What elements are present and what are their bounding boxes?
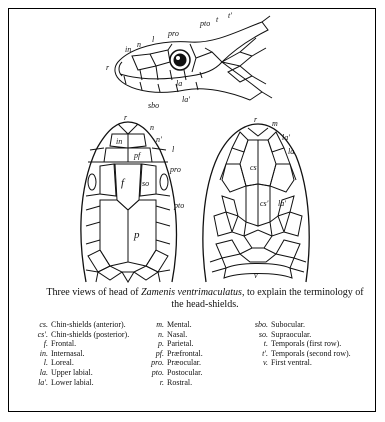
legend-column-3: sbo.Subocular. so.Supraocular. t.Tempora…: [246, 320, 351, 368]
label-m: m: [272, 119, 278, 128]
legend-item: t'.Temporals (second row).: [246, 349, 351, 359]
label-l: l: [152, 35, 155, 44]
label-la-prime: la': [182, 95, 190, 104]
snake-head-illustration: in n r l pro pto t t' la sbo la': [0, 0, 385, 290]
legend-item: cs.Chin-shields (anterior).: [26, 320, 129, 330]
label-p: p: [133, 229, 140, 241]
label-la-prime: la': [282, 133, 290, 142]
legend-item: r.Rostral.: [142, 378, 203, 388]
label-so: so: [142, 179, 149, 188]
label-pto: pto: [199, 19, 210, 28]
label-in: in: [116, 137, 122, 146]
label-pro: pro: [167, 29, 179, 38]
label-t: t: [216, 15, 219, 24]
legend-column-2: m.Mental. n.Nasal. p.Parietal. pf.Præfro…: [142, 320, 203, 387]
label-r: r: [254, 115, 258, 124]
legend-item: pro.Præocular.: [142, 358, 203, 368]
label-pro: pro: [169, 165, 181, 174]
label-la: la: [176, 79, 182, 88]
label-pto: pto: [173, 201, 184, 210]
legend-item: p.Parietal.: [142, 339, 203, 349]
side-view-labels: in n r l pro pto t t' la sbo la': [106, 11, 232, 110]
label-r: r: [106, 63, 110, 72]
caption-text-start: Three views of head of: [46, 287, 141, 298]
legend-item: t.Temporals (first row).: [246, 339, 351, 349]
legend-item: so.Supraocular.: [246, 330, 351, 340]
label-n: n: [150, 123, 154, 132]
legend-item: pf.Præfrontal.: [142, 349, 203, 359]
label-v: v: [254, 271, 258, 280]
label-n: n: [137, 40, 141, 49]
legend-item: v.First ventral.: [246, 358, 351, 368]
label-pf: pf: [133, 151, 142, 160]
label-cs-prime: cs': [260, 199, 269, 208]
label-r: r: [124, 113, 128, 122]
legend-item: f.Frontal.: [26, 339, 129, 349]
label-f: f: [121, 177, 126, 189]
top-view-head: [81, 122, 177, 282]
label-sbo: sbo: [148, 101, 159, 110]
legend-item: pto.Postocular.: [142, 368, 203, 378]
side-view-head: [115, 16, 272, 100]
legend-item: cs'.Chin-shields (posterior).: [26, 330, 129, 340]
legend-item: l.Loreal.: [26, 358, 129, 368]
label-t-prime: t': [228, 11, 232, 20]
label-n-prime: n': [156, 135, 162, 144]
label-l: l: [172, 145, 175, 154]
legend-item: n.Nasal.: [142, 330, 203, 340]
legend-item: sbo.Subocular.: [246, 320, 351, 330]
figure-caption: Three views of head of Zamenis ventrimac…: [40, 287, 370, 311]
label-la-prime-2: la': [278, 199, 286, 208]
caption-species: Zamenis ventrimaculatus: [141, 287, 242, 298]
label-la: la: [288, 147, 294, 156]
legend-item: in.Internasal.: [26, 349, 129, 359]
label-in: in: [125, 45, 131, 54]
legend-column-1: cs.Chin-shields (anterior). cs'.Chin-shi…: [26, 320, 129, 387]
legend-item: la.Upper labial.: [26, 368, 129, 378]
label-cs: cs: [250, 163, 257, 172]
legend-item: la'.Lower labial.: [26, 378, 129, 388]
legend-item: m.Mental.: [142, 320, 203, 330]
